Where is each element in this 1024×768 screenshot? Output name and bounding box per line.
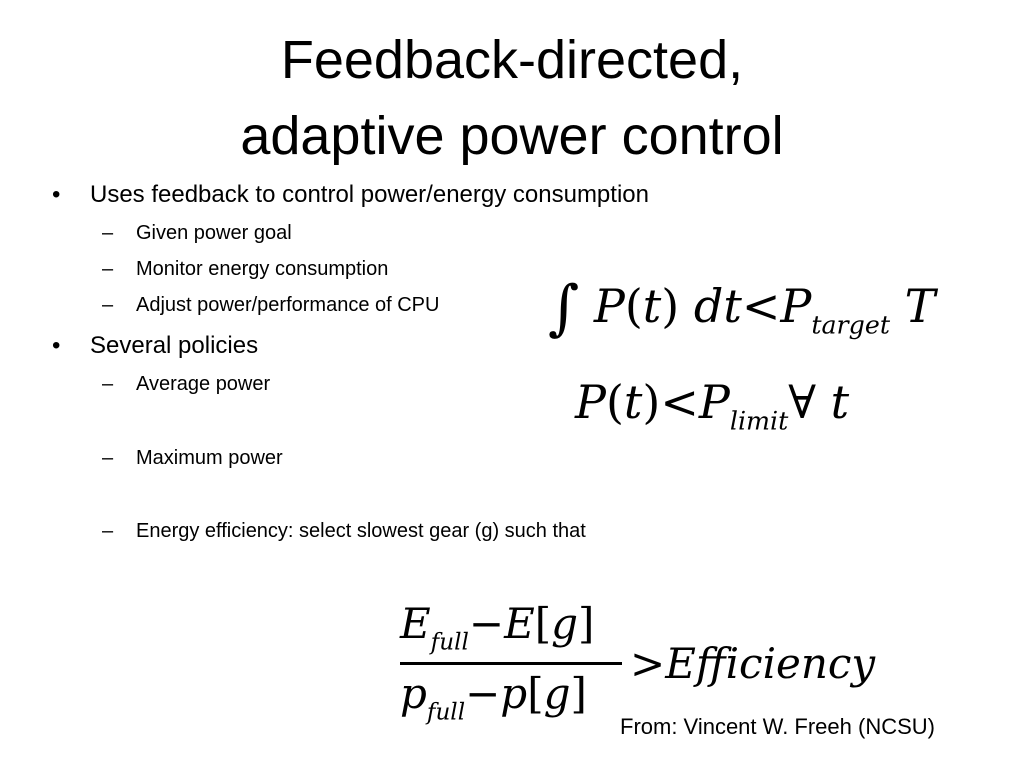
source-credit: From: Vincent W. Freeh (NCSU) xyxy=(620,714,935,739)
bullet-item: • Several policies xyxy=(52,331,259,361)
sub-bullet-text: Average power xyxy=(136,373,271,395)
sub-bullet-text: Energy efficiency: select slowest gear (… xyxy=(136,520,586,542)
bullet-text: Uses feedback to control power/energy co… xyxy=(90,181,649,208)
title-line-1: Feedback-directed, xyxy=(280,30,744,90)
bullet-text: Several policies xyxy=(90,332,259,359)
fraction-numerator: Efull−E[g] xyxy=(400,599,595,656)
average-power-equation: ∫ P(t) dt<Ptarget T xyxy=(548,273,936,343)
sub-bullet-item: – Maximum power xyxy=(102,445,283,471)
sub-bullet-dash: – xyxy=(102,447,114,469)
bullet-item: • Uses feedback to control power/energy … xyxy=(52,180,649,210)
bullet-dot: • xyxy=(52,332,61,359)
sub-bullet-item: – Average power xyxy=(102,371,271,397)
bullet-dot: • xyxy=(52,181,61,208)
sub-bullet-text: Monitor energy consumption xyxy=(136,258,389,280)
sub-bullet-text: Adjust power/performance of CPU xyxy=(136,294,440,316)
sub-bullet-dash: – xyxy=(102,258,114,280)
sub-bullet-dash: – xyxy=(102,222,114,244)
sub-bullet-dash: – xyxy=(102,373,114,395)
sub-bullet-item: – Adjust power/performance of CPU xyxy=(102,292,440,318)
sub-bullet-item: – Energy efficiency: select slowest gear… xyxy=(102,518,586,544)
slide-title: Feedback-directed, adaptive power contro… xyxy=(0,22,1024,174)
sub-bullet-dash: – xyxy=(102,294,114,316)
sub-bullet-text: Given power goal xyxy=(136,222,292,244)
sub-bullet-text: Maximum power xyxy=(136,447,283,469)
fraction-bar xyxy=(400,662,622,665)
maximum-power-equation: P(t)<Plimit∀ t xyxy=(575,375,850,436)
sub-bullet-item: – Given power goal xyxy=(102,220,292,246)
sub-bullet-item: – Monitor energy consumption xyxy=(102,256,389,282)
sub-bullet-dash: – xyxy=(102,520,114,542)
fraction-denominator: pfull−p[g] xyxy=(400,669,587,726)
title-line-2: adaptive power control xyxy=(240,106,784,166)
fraction-comparison: >Efficiency xyxy=(630,639,876,688)
